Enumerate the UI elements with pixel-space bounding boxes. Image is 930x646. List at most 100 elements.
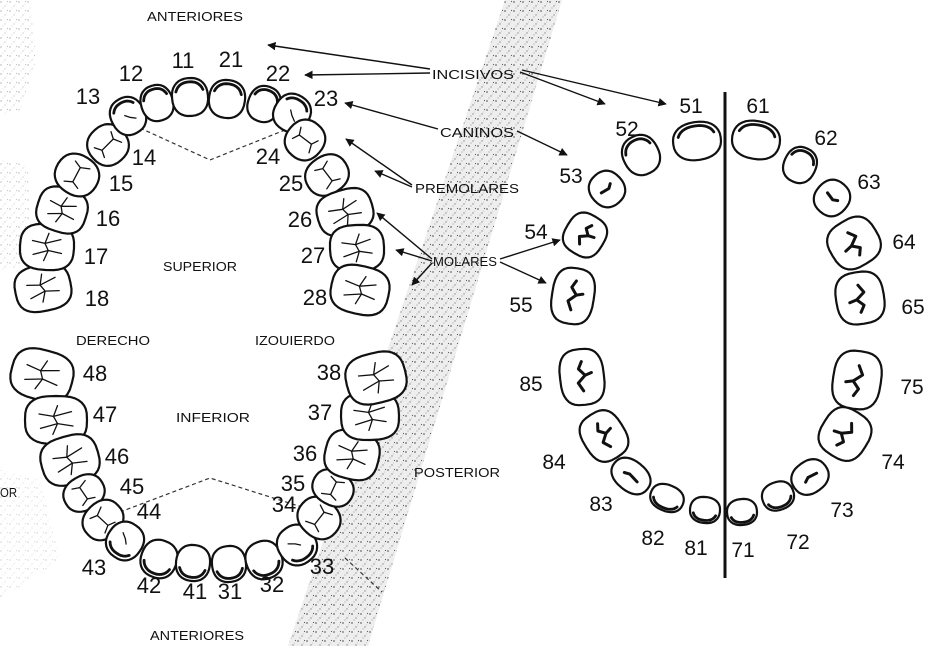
tooth-number-label: 51 bbox=[679, 95, 702, 118]
tooth-number-label: 38 bbox=[317, 360, 341, 385]
lower-arch-guide bbox=[119, 477, 306, 513]
tooth-43: 43 bbox=[82, 520, 146, 580]
tooth-crown bbox=[781, 145, 819, 185]
tooth-fissure bbox=[367, 400, 374, 432]
tooth-51: 51 bbox=[671, 95, 723, 162]
tooth-fissure bbox=[336, 458, 354, 461]
tooth-number-label: 82 bbox=[641, 527, 664, 550]
tooth-fissure bbox=[63, 166, 91, 183]
tooth-number-label: 43 bbox=[82, 555, 106, 580]
tooth-number-label: 27 bbox=[301, 243, 325, 268]
tooth-55: 55 bbox=[509, 266, 596, 326]
tooth-75: 75 bbox=[831, 349, 924, 411]
tooth-crown bbox=[730, 119, 782, 161]
edge-text-fragment: OR bbox=[0, 486, 17, 500]
tooth-fissure bbox=[66, 447, 83, 458]
tooth-64: 64 bbox=[826, 215, 916, 271]
tooth-number-label: 16 bbox=[96, 206, 120, 231]
tooth-number-label: 85 bbox=[519, 373, 542, 396]
tooth-incisal-edge bbox=[142, 558, 171, 576]
tooth-fissure bbox=[362, 380, 380, 391]
upper-arch-guide bbox=[139, 127, 291, 161]
tooth-number-label: 36 bbox=[293, 441, 317, 466]
tooth-fissure bbox=[79, 479, 89, 507]
tooth-number-label: 48 bbox=[83, 361, 107, 386]
tooth-fissure bbox=[32, 249, 49, 256]
tooth-fissure bbox=[586, 234, 596, 239]
tooth-number-label: 75 bbox=[900, 376, 923, 399]
tooth-incisal-edge bbox=[285, 96, 309, 113]
tooth-fissure bbox=[52, 404, 59, 436]
tooth-fissure bbox=[345, 279, 361, 287]
tooth-number-label: 32 bbox=[260, 572, 284, 597]
tooth-fissure bbox=[372, 365, 390, 376]
tooth-number-label: 61 bbox=[746, 95, 769, 118]
tooth-fissure bbox=[352, 458, 366, 466]
tooth-number-label: 83 bbox=[589, 493, 612, 516]
tooth-number-label: 53 bbox=[559, 165, 582, 188]
tooth-36: 36 bbox=[293, 428, 381, 482]
tooth-15: 15 bbox=[53, 152, 133, 198]
tooth-number-label: 14 bbox=[132, 145, 156, 170]
anteriores-top-label: ANTERIORES bbox=[147, 10, 243, 24]
tooth-crown bbox=[174, 543, 212, 583]
tooth-crown bbox=[108, 95, 148, 137]
tooth-fissure bbox=[599, 182, 612, 195]
tooth-71: 71 bbox=[725, 497, 759, 562]
tooth-incisal-edge bbox=[174, 80, 205, 94]
tooth-fissure bbox=[848, 298, 859, 305]
tooth-incisal-edge bbox=[142, 87, 168, 103]
tooth-crown bbox=[725, 497, 759, 527]
tooth-incisal-edge bbox=[215, 566, 244, 580]
tooth-fissure bbox=[61, 212, 75, 221]
tooth-fissure bbox=[330, 475, 337, 483]
tooth-fissure bbox=[31, 239, 46, 245]
tooth-fissure bbox=[354, 238, 371, 246]
tooth-crown bbox=[207, 78, 247, 120]
tooth-31: 31 bbox=[210, 544, 248, 604]
tooth-incisal-edge bbox=[767, 494, 793, 510]
tooth-fissure bbox=[583, 371, 593, 377]
tooth-crown bbox=[104, 520, 146, 562]
tooth-crown bbox=[620, 133, 662, 177]
tooth-fissure bbox=[52, 456, 68, 460]
tooth-fissure bbox=[305, 511, 333, 526]
tooth-incisal-edge bbox=[729, 513, 756, 524]
tooth-fissure bbox=[47, 249, 63, 255]
tooth-fissure bbox=[319, 504, 325, 513]
tooth-fissure bbox=[44, 238, 62, 245]
inferior-label: INFERIOR bbox=[176, 411, 250, 425]
tooth-fissure bbox=[86, 496, 96, 500]
tooth-number-label: 62 bbox=[814, 127, 837, 150]
tooth-number-label: 41 bbox=[183, 579, 207, 604]
tooth-fissure bbox=[34, 360, 49, 390]
tooth-incisal-edge bbox=[178, 566, 207, 579]
tooth-63: 63 bbox=[812, 171, 881, 218]
tooth-fissure bbox=[74, 160, 81, 169]
tooth-crown bbox=[170, 76, 210, 118]
tooth-fissure bbox=[355, 418, 374, 426]
tooth-fissure bbox=[71, 460, 88, 464]
tooth-fissure bbox=[49, 199, 62, 207]
tooth-47: 47 bbox=[23, 394, 117, 446]
incisivos-arrow-permanent-2 bbox=[304, 70, 431, 80]
tooth-number-label: 21 bbox=[219, 47, 243, 72]
premolares-label: PREMOLARES bbox=[415, 182, 519, 196]
tooth-25: 25 bbox=[279, 153, 350, 197]
tooth-fissure bbox=[42, 232, 50, 262]
tooth-fissure bbox=[110, 131, 114, 140]
tooth-incisal-edge bbox=[691, 511, 717, 522]
tooth-number-label: 31 bbox=[218, 579, 242, 604]
tooth-72: 72 bbox=[760, 480, 810, 554]
tooth-fissure bbox=[342, 197, 349, 226]
tooth-14: 14 bbox=[86, 123, 156, 170]
tooth-85: 85 bbox=[519, 347, 606, 407]
tooth-fissure bbox=[93, 138, 123, 151]
tooth-fissure bbox=[333, 213, 349, 225]
tooth-fissure bbox=[287, 543, 302, 546]
tooth-13: 13 bbox=[76, 84, 148, 137]
tooth-fissure bbox=[350, 449, 368, 452]
tooth-number-label: 22 bbox=[266, 61, 290, 86]
tooth-28: 28 bbox=[303, 263, 391, 317]
